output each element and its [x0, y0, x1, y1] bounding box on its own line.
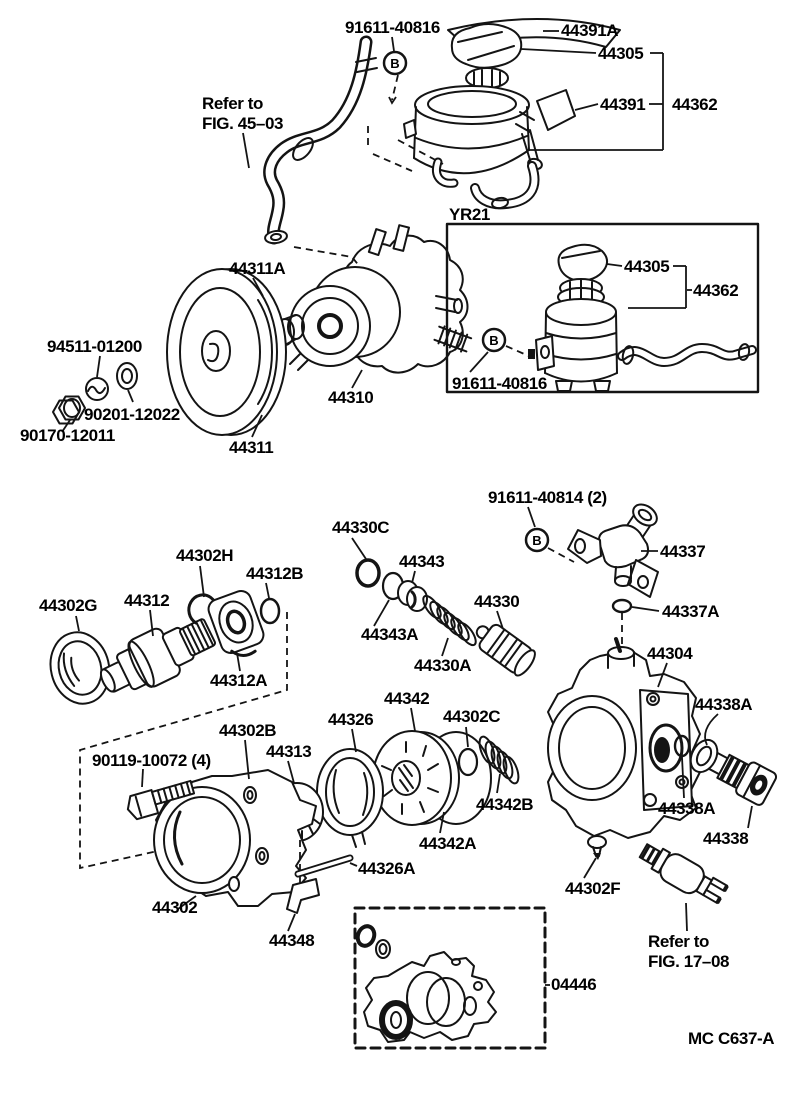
label-44312B: 44312B — [246, 564, 303, 583]
label-44362-inset: 44362 — [693, 281, 738, 300]
label-44343: 44343 — [399, 552, 444, 571]
bracket-44348-drawing — [286, 878, 320, 914]
screw-44302F-drawing — [587, 835, 607, 860]
label-refer-17-08-line2: FIG. 17–08 — [648, 952, 729, 971]
label-44338: 44338 — [703, 829, 748, 848]
gasket-44337A-drawing — [611, 598, 633, 614]
label-44305-top: 44305 — [598, 44, 643, 63]
spring-44330A-drawing — [422, 594, 477, 647]
return-hose-drawing — [263, 35, 378, 245]
label-44312: 44312 — [124, 591, 169, 610]
inset-reservoir-drawing — [528, 243, 757, 392]
gasket-kit-drawing — [355, 924, 497, 1043]
pump-assy-drawing — [289, 224, 473, 374]
bolt-marker-lower-letter: B — [532, 533, 541, 548]
bolt-marker-inset-letter: B — [489, 333, 498, 348]
label-44302: 44302 — [152, 898, 197, 917]
construction-dashed-lines — [79, 74, 623, 888]
label-44338A-lower: 44338A — [658, 799, 715, 818]
label-44391A: 44391A — [561, 21, 618, 40]
label-44313: 44313 — [266, 742, 311, 761]
bolt-90119-drawing — [126, 779, 196, 821]
front-housing-drawing — [153, 769, 317, 907]
label-44326: 44326 — [328, 710, 373, 729]
oil-seal-drawing — [49, 631, 111, 705]
cam-ring-drawing — [316, 748, 384, 848]
spring-44342B-drawing — [478, 735, 520, 785]
union-44337-drawing — [567, 503, 659, 598]
o-ring-44338A-drawing — [673, 734, 691, 758]
label-44310: 44310 — [328, 388, 373, 407]
label-44302H: 44302H — [176, 546, 233, 565]
label-90119-10072: 90119-10072 (4) — [92, 751, 211, 770]
reservoir-cap-drawing — [450, 23, 523, 89]
pulley-drawing — [166, 268, 287, 436]
label-refer-45-03-line2: FIG. 45–03 — [202, 114, 283, 133]
label-44338A-upper: 44338A — [695, 695, 752, 714]
relief-valve-44338-drawing — [689, 738, 778, 806]
nut-drawing — [52, 395, 86, 425]
label-44348: 44348 — [269, 931, 314, 950]
bolt-marker-inset: B — [481, 327, 507, 353]
label-44391: 44391 — [600, 95, 645, 114]
rotor-drawing — [372, 730, 460, 826]
label-44342A: 44342A — [419, 834, 476, 853]
label-refer-45-03-line1: Refer to — [202, 94, 263, 113]
valve-44330-drawing — [475, 623, 536, 677]
o-ring-44330C-drawing — [355, 558, 381, 588]
label-44343A: 44343A — [361, 625, 418, 644]
label-90201-12022: 90201-12022 — [84, 405, 180, 424]
label-figure-code: MC C637-A — [688, 1029, 774, 1048]
wave-washer-drawing — [85, 377, 109, 401]
label-44304: 44304 — [647, 644, 693, 663]
label-94511-01200: 94511-01200 — [47, 337, 142, 356]
label-44302G: 44302G — [39, 596, 97, 615]
shaft-drawing — [99, 618, 216, 693]
label-44305-inset: 44305 — [624, 257, 669, 276]
label-44326A: 44326A — [358, 859, 415, 878]
pin-44326A-drawing — [294, 854, 354, 878]
gasket-kit-box — [353, 906, 547, 1050]
label-44330C: 44330C — [332, 518, 389, 537]
label-44302F: 44302F — [565, 879, 620, 898]
o-ring-44312B-drawing — [259, 597, 281, 625]
label-91611-40816-inset: 91611-40816 — [452, 374, 547, 393]
label-refer-17-08-line1: Refer to — [648, 932, 709, 951]
washer-drawing — [116, 362, 138, 390]
label-44311A: 44311A — [229, 259, 285, 278]
label-44330: 44330 — [474, 592, 519, 611]
label-44342: 44342 — [384, 689, 429, 708]
bolt-marker-lower: B — [524, 527, 550, 553]
label-44342B: 44342B — [476, 795, 533, 814]
solenoid-drawing — [638, 843, 729, 905]
label-yr21: YR21 — [449, 205, 490, 224]
label-91611-40816-top: 91611-40816 — [345, 18, 440, 37]
label-44330A: 44330A — [414, 656, 471, 675]
reservoir-pad-drawing — [536, 89, 576, 131]
reservoir-drawing — [403, 85, 543, 210]
label-44311: 44311 — [229, 438, 273, 457]
plug-44343-drawing — [397, 580, 428, 612]
bearing-drawing — [207, 589, 265, 657]
o-ring-44302C-drawing — [457, 747, 479, 777]
label-90170-12011: 90170-12011 — [20, 426, 115, 445]
bolt-marker-top-letter: B — [390, 56, 399, 71]
rear-housing-drawing — [547, 637, 701, 839]
label-04446: 04446 — [551, 975, 596, 994]
label-44337: 44337 — [660, 542, 705, 561]
label-91611-40814: 91611-40814 (2) — [488, 488, 607, 507]
label-44312A: 44312A — [210, 671, 267, 690]
label-44302C: 44302C — [443, 707, 500, 726]
bolt-marker-top: B — [382, 50, 408, 76]
leader-lines — [61, 30, 753, 986]
label-44362: 44362 — [672, 95, 717, 114]
label-44302B: 44302B — [219, 721, 276, 740]
label-44337A: 44337A — [662, 602, 719, 621]
